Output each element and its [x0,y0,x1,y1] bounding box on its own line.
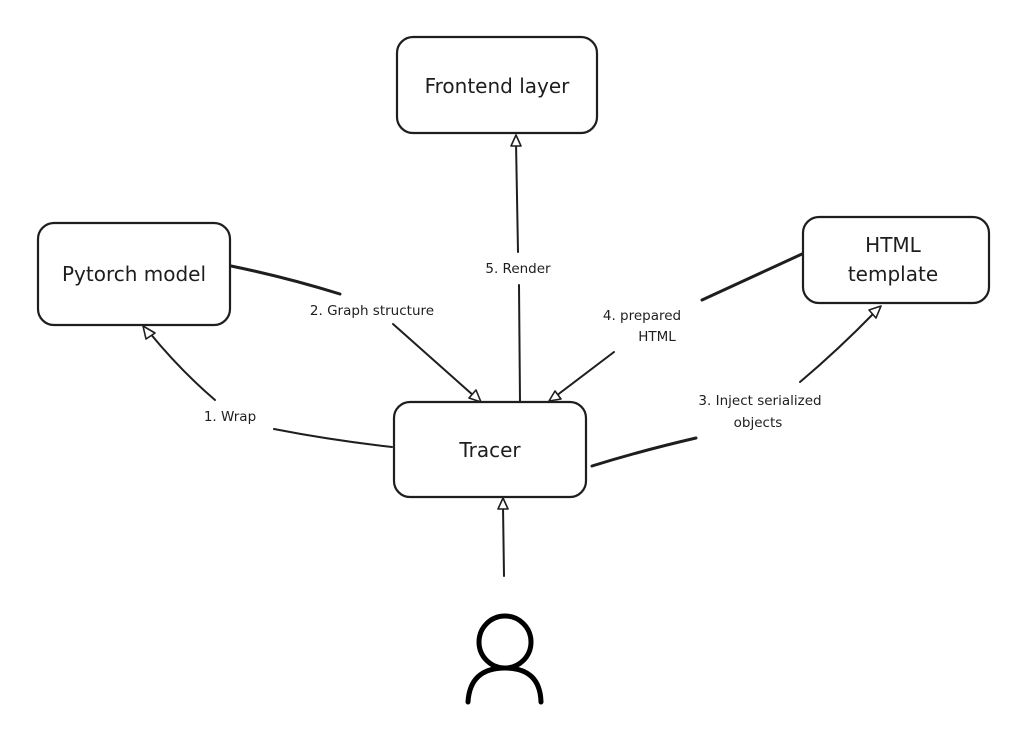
edge-user-input [497,497,509,577]
node-frontend-layer-label: Frontend layer [425,74,571,98]
edge-wrap: 1. Wrap [142,325,393,448]
edge-prepared-html-line-lower [555,351,615,397]
node-html-template-box[interactable] [801,215,991,305]
edge-graph-structure-line-lower [392,323,475,397]
node-html-template[interactable]: HTML template [801,215,991,305]
edge-prepared-html-line-upper [700,252,804,302]
edge-inject-line-upper [799,311,876,383]
node-frontend-layer[interactable]: Frontend layer [395,35,599,135]
user-icon [465,613,544,705]
arrowhead-pytorch [142,325,156,340]
edge-graph-structure: 2. Graph structure [229,264,482,403]
node-pytorch-model-label: Pytorch model [62,262,206,286]
edge-label-prepared-html-line2: HTML [638,329,676,345]
arrowhead-tracer-bottom [497,497,509,510]
arrowhead-tracer-left [468,389,482,403]
edge-label-graph-structure: 2. Graph structure [310,303,434,319]
edge-label-prepared-html-line1: 4. prepared [603,308,681,324]
arrowhead-html-template [868,305,882,319]
edge-render-line-lower [518,284,521,403]
edge-render-line-upper [515,141,519,253]
node-tracer-label: Tracer [458,438,521,462]
node-html-template-label-line1: HTML [865,233,922,257]
arrowhead-frontend [510,134,522,147]
edge-graph-structure-line-upper [229,264,342,296]
node-html-template-label-line2: template [848,262,938,286]
edge-label-render: 5. Render [485,261,551,277]
edge-label-inject-line2: objects [734,415,783,431]
edge-user-input-line [502,505,505,577]
edge-prepared-html: 4. prepared HTML [548,252,804,402]
node-frontend-layer-box[interactable] [395,35,599,135]
edge-label-wrap: 1. Wrap [204,409,256,425]
user-icon-body [465,665,544,705]
edge-render: 5. Render [485,134,551,403]
edge-inject-line-lower [590,436,698,468]
node-tracer[interactable]: Tracer [392,400,588,499]
edge-wrap-line-lower [273,428,393,448]
user-icon-head [476,613,534,671]
node-tracer-box[interactable] [392,400,588,499]
node-pytorch-model[interactable]: Pytorch model [36,221,232,327]
edge-inject: 3. Inject serialized objects [590,305,882,468]
node-pytorch-model-box[interactable] [36,221,232,327]
edge-label-inject-line1: 3. Inject serialized [698,393,821,409]
arrowhead-tracer-right [548,390,562,402]
edge-wrap-line-upper [148,331,216,401]
